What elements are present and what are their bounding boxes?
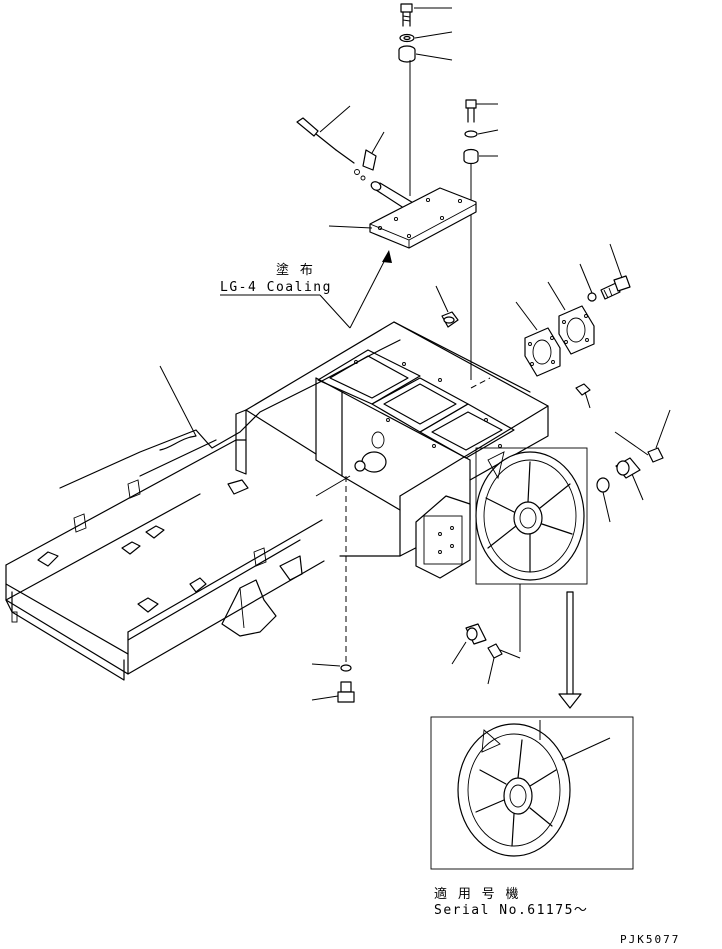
coating-label-jp: 塗 布 [276,262,314,278]
main-housing [235,321,549,662]
small-plugs [435,285,671,463]
side-cover [415,495,471,579]
detail-inset [430,716,634,870]
serial-label-jp: 適 用 号 機 [434,886,520,902]
cable-and-pins [296,105,421,215]
serial-label-en: Serial No.61175～ [434,903,588,918]
flange-gaskets [515,243,631,377]
right-bolt-stack [463,99,499,380]
bearing-housing [475,447,588,659]
coating-label-en: LG-4 Coaling [220,280,332,295]
top-bolt-stack [398,3,453,196]
drawing-code: PJK5077 [620,933,680,946]
right-plug-and-seal [596,457,644,523]
down-arrow [558,591,582,709]
bottom-fitting [451,623,503,685]
coating-annotation: 塗 布 LG-4 Coaling [220,250,392,329]
bottom-plug [311,663,355,703]
serial-annotation: 適 用 号 機 Serial No.61175～ [434,886,588,918]
cover-plate [328,187,477,249]
